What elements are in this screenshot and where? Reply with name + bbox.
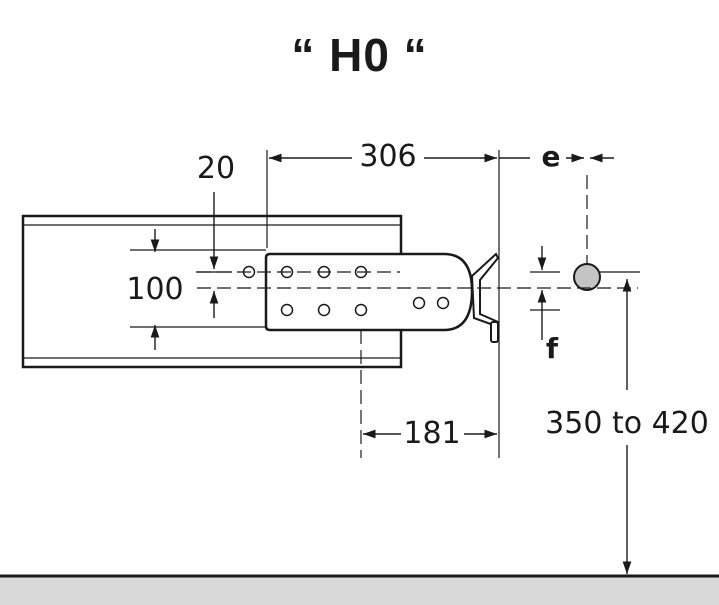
dim-350-420-label: 350 to 420 [545,406,709,441]
dim-20-label: 20 [197,151,235,186]
dim-306-label: 306 [359,139,416,174]
dim-e-label: e [542,140,561,173]
floor [0,576,719,605]
dim-181-label: 181 [403,416,460,451]
waste-pipe [573,263,601,291]
diagram-title: “ H0 “ [291,29,428,81]
bracket-plate [242,252,474,332]
dim-f-label: f [546,332,559,365]
drain-connector [470,252,500,343]
dim-100-label: 100 [126,272,183,307]
